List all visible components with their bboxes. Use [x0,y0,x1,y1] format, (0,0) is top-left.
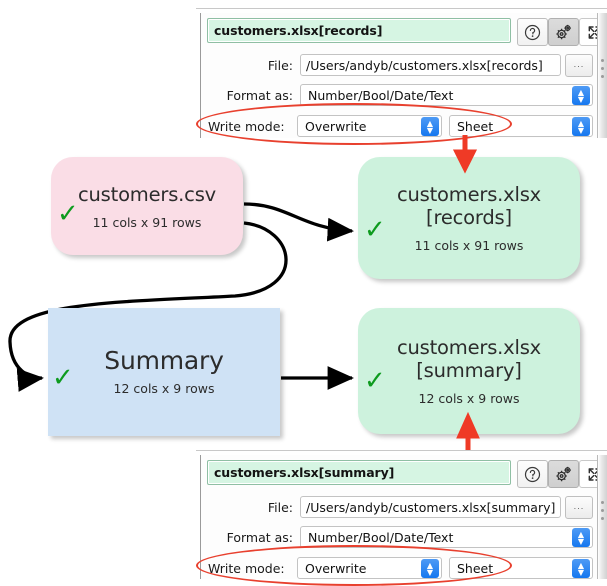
node-customers-summary[interactable]: customers.xlsx [summary] 12 cols x 9 row… [358,308,580,434]
node-subtitle: 12 cols x 9 rows [113,380,215,396]
write-mode-stepper[interactable]: ▲▼ [421,559,439,578]
write-mode-value: Overwrite [305,560,367,576]
panel-header: customers.xlsx[records] [207,18,607,46]
panel-resize-grip[interactable] [597,455,607,579]
write-mode-stepper[interactable]: ▲▼ [421,117,439,136]
green-check-icon: ✓ [52,363,74,393]
help-button[interactable] [517,18,548,46]
sheet-select[interactable]: Sheet ▲▼ [449,557,593,579]
browse-button[interactable]: ... [565,53,593,77]
graph-edges [8,202,354,392]
help-button[interactable] [517,460,548,488]
panel-body: customers.xlsx[records] [200,13,607,138]
format-label: Format as: [226,87,293,103]
settings-button[interactable] [548,18,579,46]
format-stepper[interactable]: ▲▼ [572,528,590,547]
sheet-select[interactable]: Sheet ▲▼ [449,115,593,137]
panel-header: customers.xlsx[summary] [207,460,607,488]
browse-button[interactable]: ... [565,495,593,519]
node-title-line1: customers.xlsx [396,183,542,206]
file-label: File: [267,57,293,73]
file-path-input[interactable]: /Users/andyb/customers.xlsx[records] [300,54,561,76]
file-row: File: /Users/andyb/customers.xlsx[summar… [207,495,593,519]
panel-title-field[interactable]: customers.xlsx[records] [207,18,511,43]
format-label: Format as: [226,529,293,545]
format-stepper[interactable]: ▲▼ [572,86,590,105]
write-mode-label: Write mode: [208,118,285,134]
format-select[interactable]: Number/Bool/Date/Text ▲▼ [300,84,593,106]
edge-csv-to-records [243,202,354,242]
sheet-stepper[interactable]: ▲▼ [572,117,590,136]
file-label: File: [267,499,293,515]
gears-icon [556,24,571,39]
node-title-line2: [summary] [416,359,522,382]
node-subtitle: 12 cols x 9 rows [418,391,520,406]
format-row: Format as: Number/Bool/Date/Text ▲▼ [207,525,593,549]
write-mode-label: Write mode: [208,560,285,576]
write-mode-value: Overwrite [305,118,367,134]
sheet-stepper[interactable]: ▲▼ [572,559,590,578]
sheet-value: Sheet [457,560,494,576]
node-title: customers.xlsx [records] [397,183,541,229]
green-check-icon: ✓ [364,215,386,245]
question-circle-icon [524,466,541,482]
write-mode-select[interactable]: Overwrite ▲▼ [297,557,442,579]
node-title: Summary [104,345,224,375]
file-row: File: /Users/andyb/customers.xlsx[record… [207,53,593,77]
node-title: customers.xlsx [summary] [397,336,541,382]
node-customers-records[interactable]: customers.xlsx [records] 11 cols x 91 ro… [358,157,580,279]
format-value: Number/Bool/Date/Text [308,529,454,545]
panel-resize-grip[interactable] [597,13,607,138]
node-summary[interactable]: Summary 12 cols x 9 rows ✓ [48,308,280,436]
format-value: Number/Bool/Date/Text [308,87,454,103]
question-circle-icon [524,24,541,40]
write-mode-row: Write mode: Overwrite ▲▼ Sheet ▲▼ [207,556,593,580]
format-row: Format as: Number/Bool/Date/Text ▲▼ [207,83,593,107]
node-subtitle: 11 cols x 91 rows [414,238,524,253]
panel-body: customers.xlsx[summary] [200,455,607,579]
gears-icon [556,466,571,481]
inspector-panel-summary: customers.xlsx[summary] [196,450,607,586]
edge-csv-to-summary [8,221,288,392]
panel-title-field[interactable]: customers.xlsx[summary] [207,460,511,485]
green-check-icon: ✓ [364,366,386,396]
node-subtitle: 11 cols x 91 rows [92,214,202,230]
sheet-value: Sheet [457,118,494,134]
dataflow-graph: customers.csv 11 cols x 91 rows ✓ custom… [0,130,607,450]
node-title: customers.csv [77,182,216,206]
inspector-panel-records: customers.xlsx[records] [196,8,607,145]
node-title-line1: customers.xlsx [396,336,542,359]
node-title-line2: [records] [426,206,512,229]
green-check-icon: ✓ [57,199,79,229]
settings-button[interactable] [548,460,579,488]
write-mode-select[interactable]: Overwrite ▲▼ [297,115,442,137]
file-path-input[interactable]: /Users/andyb/customers.xlsx[summary] [300,496,561,518]
write-mode-row: Write mode: Overwrite ▲▼ Sheet ▲▼ [207,114,593,138]
format-select[interactable]: Number/Bool/Date/Text ▲▼ [300,526,593,548]
node-customers-csv[interactable]: customers.csv 11 cols x 91 rows ✓ [51,157,243,255]
